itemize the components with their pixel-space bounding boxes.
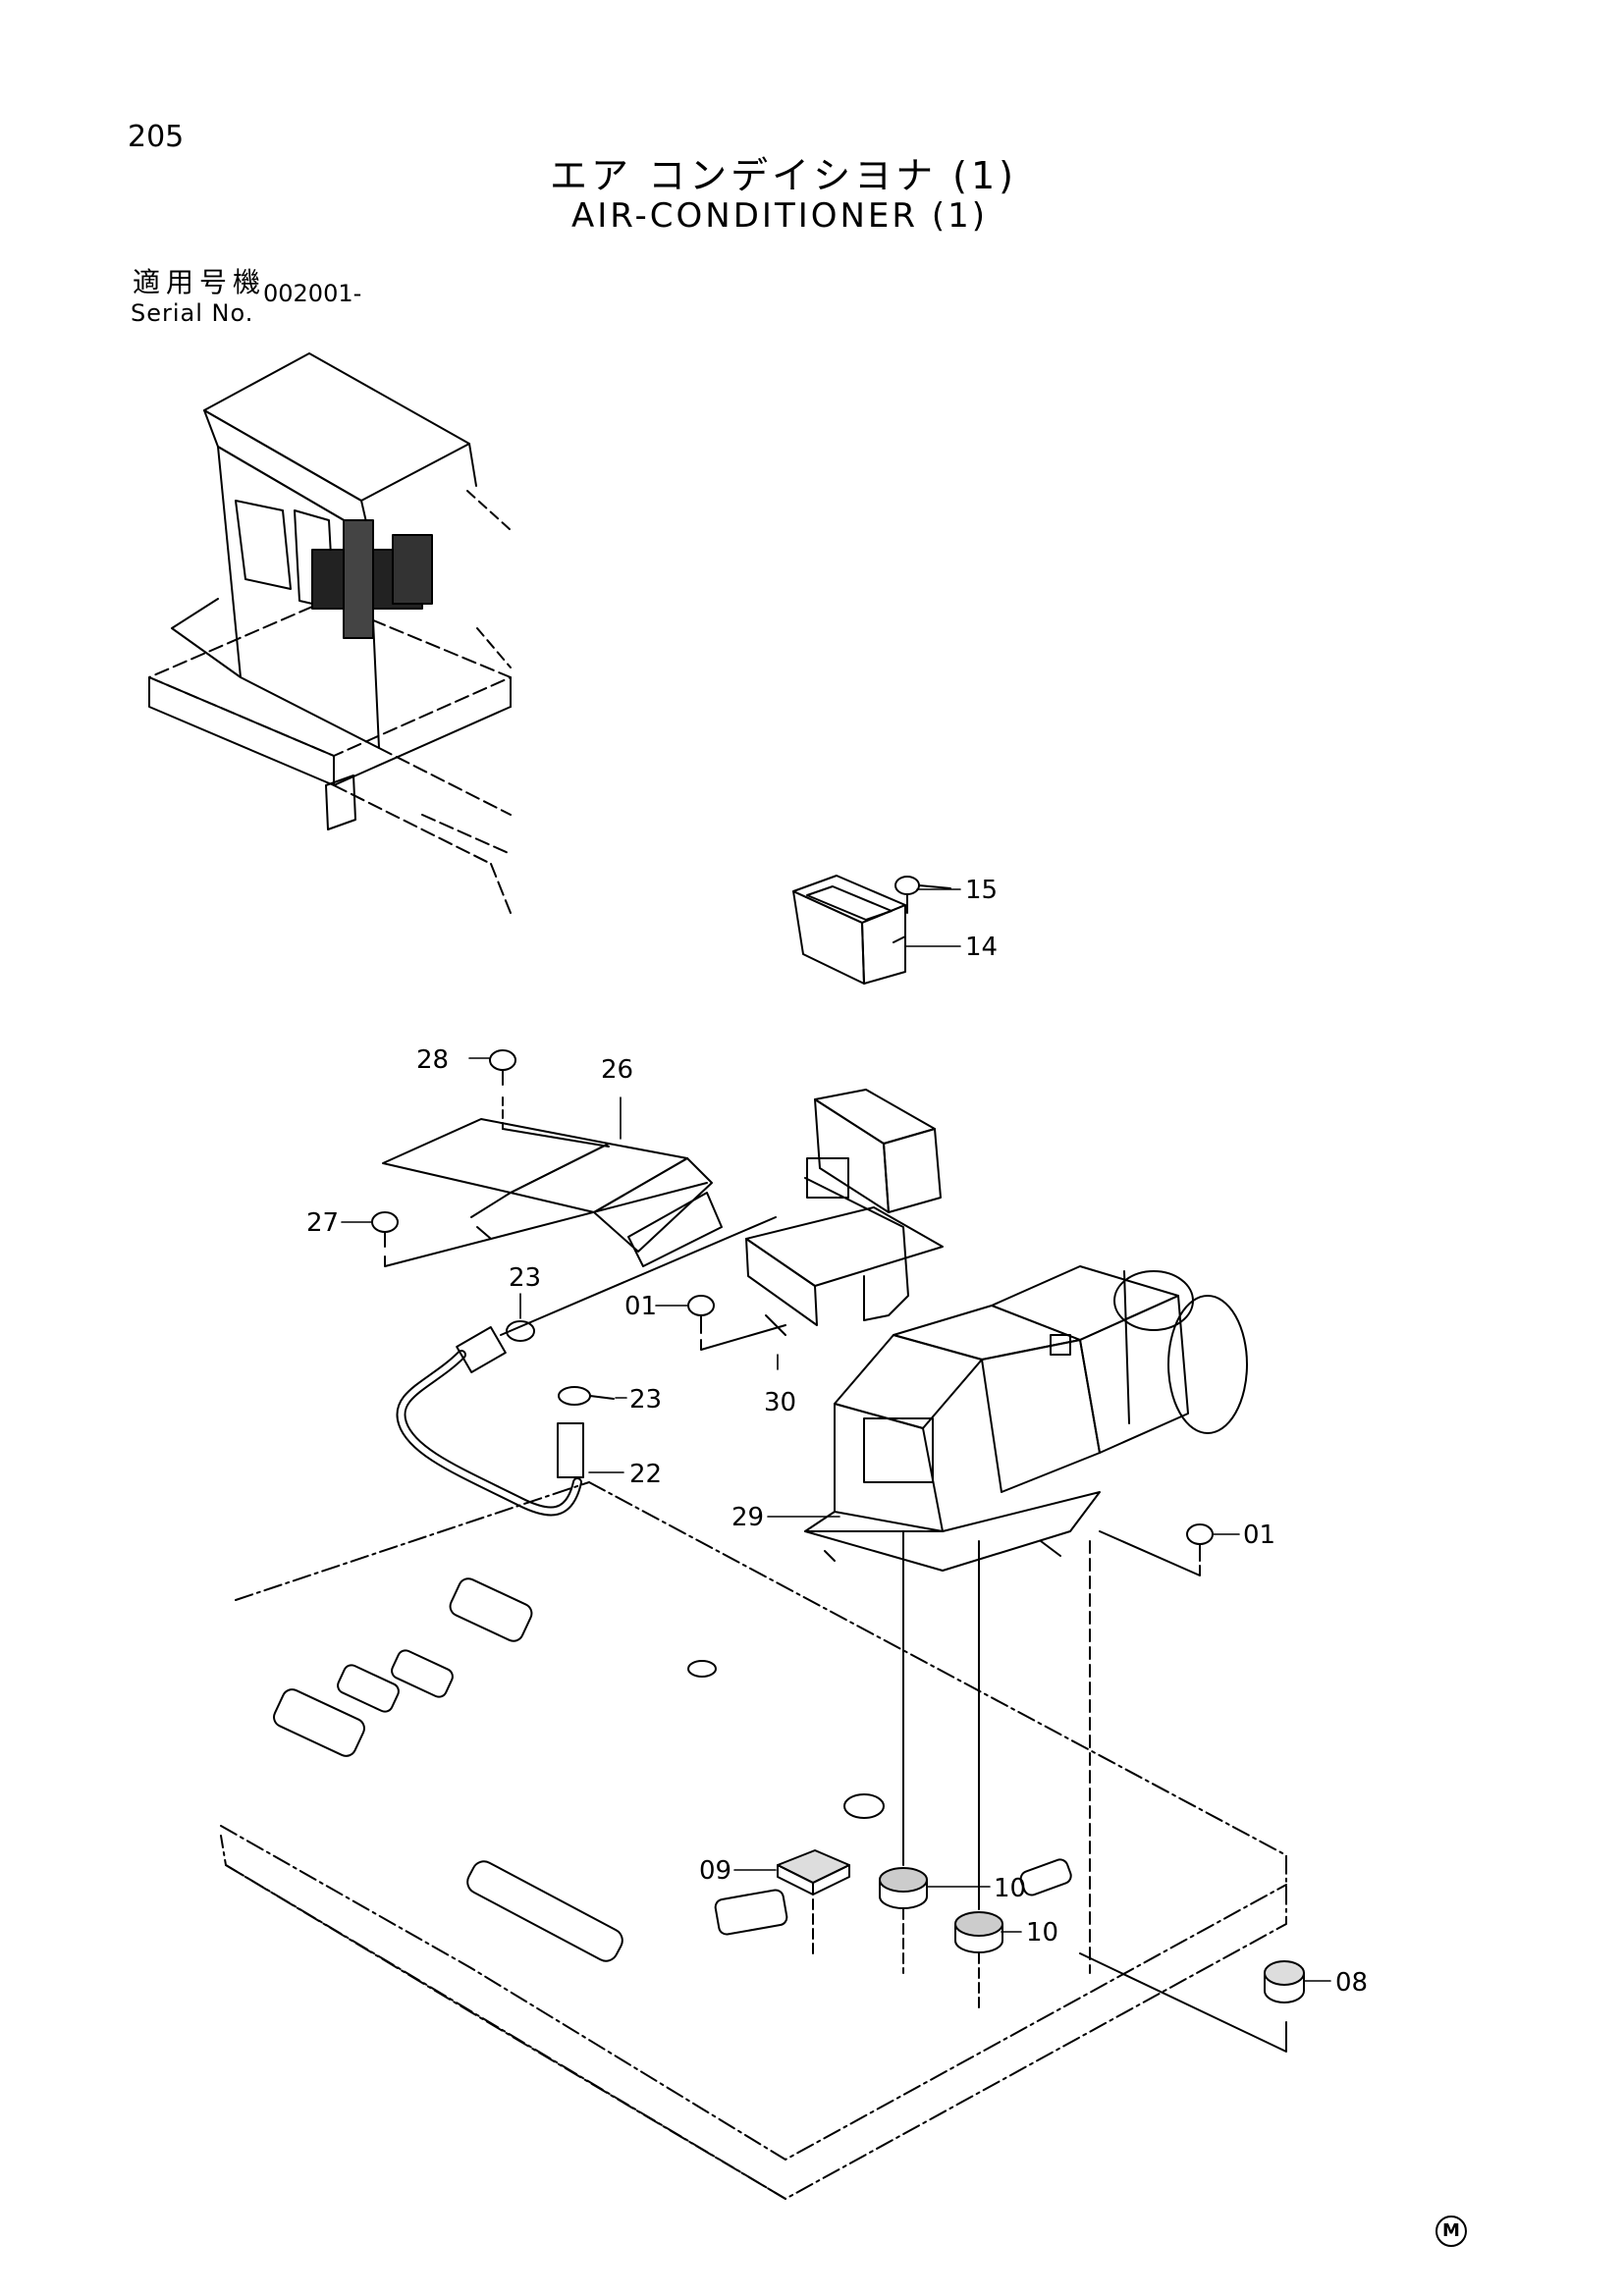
callout-14: 14 (965, 933, 998, 962)
serial-label-japanese: 適用号機 (133, 266, 267, 298)
callout-23-lower: 23 (629, 1385, 662, 1415)
callout-10-upper: 10 (994, 1874, 1026, 1903)
part-01-screw-upper-drawing (687, 1295, 786, 1351)
part-10-mount-lower-drawing (954, 1540, 1003, 2013)
cab-floor-plate-drawing (220, 1481, 1287, 2200)
footer-m-mark: M (1435, 2216, 1467, 2247)
callout-01-lower: 01 (1243, 1521, 1275, 1550)
part-29-ac-unit-drawing (804, 1265, 1248, 1572)
part-14-box-drawing (792, 875, 906, 985)
callout-27: 27 (306, 1208, 339, 1238)
machine-overview-drawing (148, 352, 512, 914)
callout-15: 15 (965, 876, 998, 905)
part-27-screw-drawing (371, 1182, 708, 1267)
part-28-screw-drawing (489, 1049, 516, 1086)
callout-30: 30 (764, 1388, 796, 1417)
page-title-english: AIR-CONDITIONER (1) (571, 196, 989, 236)
callout-leaders (341, 888, 1331, 1982)
callout-28: 28 (416, 1045, 449, 1075)
floor-plate-cutouts-drawing (273, 1577, 1072, 1962)
part-09-mount-pad-drawing (777, 1849, 850, 1959)
part-08-mount-drawing (1079, 1540, 1305, 2053)
page-number: 205 (128, 120, 185, 154)
serial-label-english: Serial No. (131, 299, 254, 327)
part-callouts: 15 14 28 26 27 23 01 23 30 22 29 01 09 1… (306, 876, 1368, 1998)
callout-08: 08 (1335, 1968, 1368, 1998)
part-30-blower-housing-drawing (745, 1089, 944, 1336)
part-23-clamp-lower-drawing (558, 1386, 615, 1406)
callout-22: 22 (629, 1460, 662, 1489)
part-10-mount-upper-drawing (879, 1530, 928, 1974)
part-23-clamp-upper-drawing (506, 1320, 535, 1342)
serial-number-value: 002001- (263, 280, 362, 307)
part-22-drain-hose-drawing (396, 1216, 777, 1517)
callout-29: 29 (731, 1503, 764, 1532)
callout-01-upper: 01 (624, 1292, 657, 1321)
callout-09: 09 (699, 1856, 731, 1886)
callout-23-upper: 23 (509, 1263, 541, 1293)
part-01-screw-lower-drawing (1099, 1523, 1214, 1576)
part-15-screw-drawing (894, 876, 951, 914)
callout-26: 26 (601, 1055, 633, 1085)
callout-10-lower: 10 (1026, 1918, 1058, 1948)
page-title-japanese: エア コンデイシヨナ (1) (550, 154, 1017, 197)
part-26-duct-drawing (382, 1096, 723, 1267)
